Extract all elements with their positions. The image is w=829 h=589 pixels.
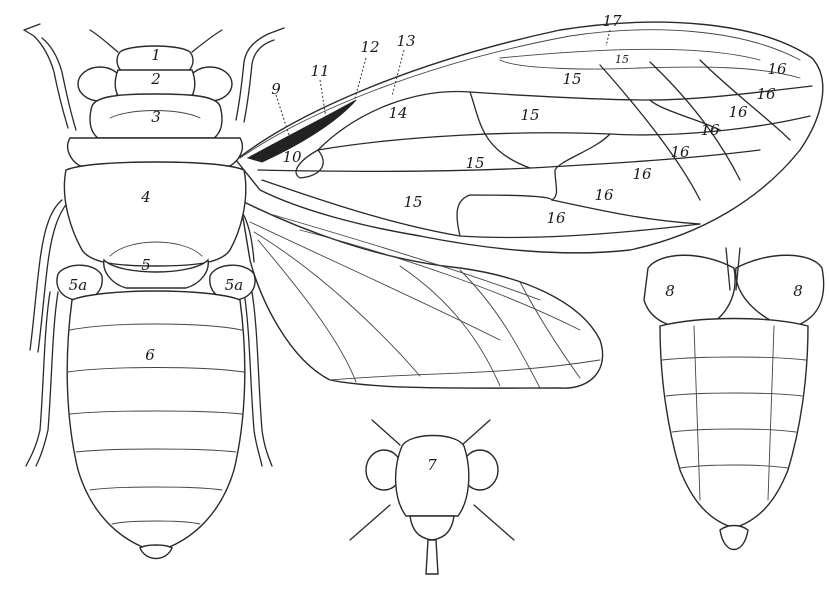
label-5a-right: 5a — [225, 276, 244, 294]
label-10: 10 — [282, 148, 302, 166]
label-12: 12 — [360, 38, 379, 56]
label-16-c: 16 — [728, 103, 748, 121]
label-16-b: 16 — [756, 85, 776, 103]
label-11: 11 — [310, 62, 329, 80]
label-2: 2 — [150, 70, 161, 88]
label-1: 1 — [151, 46, 161, 64]
forewing — [236, 22, 823, 253]
label-8-left: 8 — [665, 282, 675, 300]
label-7: 7 — [427, 456, 437, 474]
label-5: 5 — [141, 256, 151, 274]
label-15-d: 15 — [403, 193, 422, 211]
label-17: 17 — [602, 12, 622, 30]
label-16-g: 16 — [594, 186, 614, 204]
label-5a-left: 5a — [69, 276, 88, 294]
label-16-f: 16 — [632, 165, 652, 183]
label-16-a: 16 — [767, 60, 787, 78]
label-14: 14 — [388, 104, 407, 122]
label-4: 4 — [140, 188, 151, 206]
label-15-a: 15 — [562, 70, 581, 88]
head-front-view — [350, 420, 514, 574]
label-15-c: 15 — [465, 154, 484, 172]
label-15-b: 15 — [520, 106, 539, 124]
label-16-h: 16 — [546, 209, 566, 227]
label-9: 9 — [271, 80, 281, 98]
label-8-right: 8 — [793, 282, 803, 300]
label-15-e: 15 — [615, 53, 629, 66]
label-13: 13 — [396, 32, 415, 50]
label-3: 3 — [151, 108, 161, 126]
label-16-d: 16 — [700, 121, 720, 139]
label-6: 6 — [145, 346, 155, 364]
label-16-e: 16 — [670, 143, 690, 161]
